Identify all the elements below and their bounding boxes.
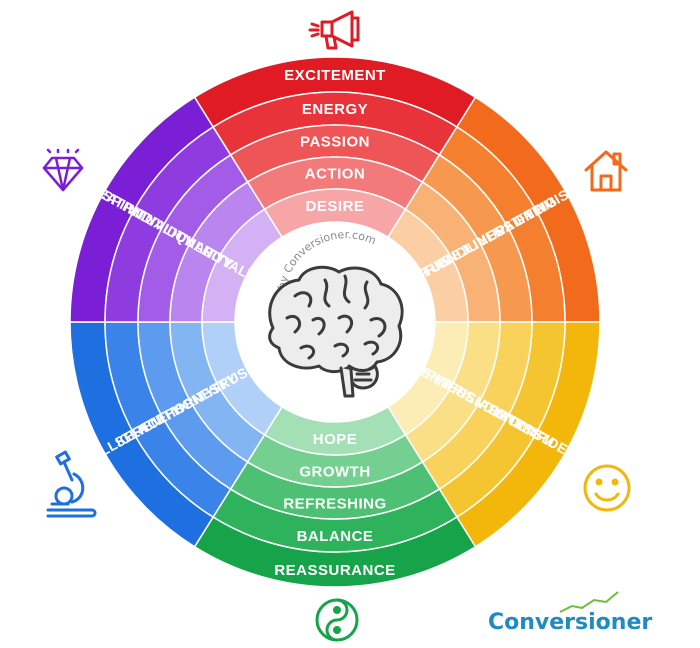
label-green-3: GROWTH [299, 463, 370, 480]
label-green-4: HOPE [313, 431, 358, 448]
wheel-rings [69, 56, 601, 588]
label-green-0: REASSURANCE [274, 562, 395, 579]
label-red-0: EXCITEMENT [284, 67, 386, 84]
microscope-icon [46, 450, 97, 518]
megaphone-icon [308, 10, 360, 50]
brain-icon [268, 265, 404, 398]
label-red-2: PASSION [300, 133, 370, 150]
label-green-2: REFRESHING [283, 495, 386, 512]
yin-yang-icon [315, 598, 359, 642]
brand-logo: Conversioner [488, 610, 653, 635]
brand-trend-line [559, 591, 619, 613]
label-red-4: DESIRE [306, 198, 365, 215]
house-icon [584, 150, 628, 192]
label-red-1: ENERGY [302, 101, 368, 118]
smiley-icon [583, 464, 631, 512]
label-green-1: BALANCE [297, 528, 374, 545]
ring-purple-4 [201, 208, 284, 323]
label-red-3: ACTION [305, 165, 366, 182]
diamond-icon [42, 148, 84, 192]
